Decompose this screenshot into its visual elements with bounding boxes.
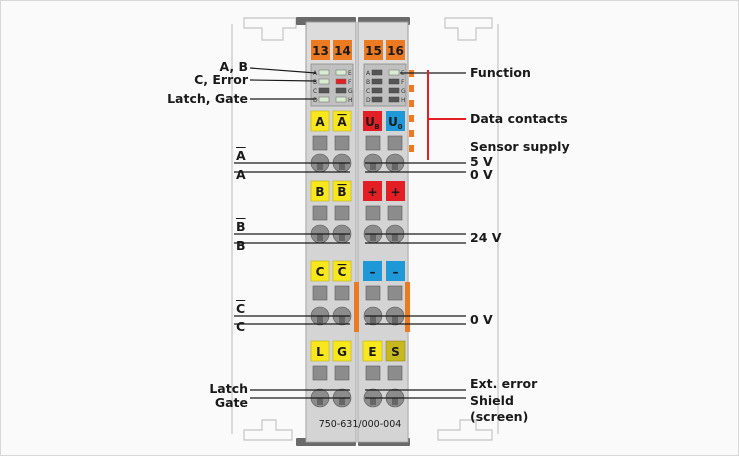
- label-function: Function: [470, 65, 531, 80]
- label-ext-error: Ext. error: [470, 376, 538, 391]
- marker-u0-sub: 0: [398, 123, 403, 131]
- led-letter: F: [401, 79, 405, 86]
- terminal-15: [364, 40, 383, 60]
- part-number: 750-631/000-004: [319, 419, 402, 430]
- marker-ub-text: U: [365, 115, 375, 129]
- terminal-13: [311, 40, 330, 60]
- marker-c-bar-text: C: [338, 265, 347, 279]
- label-0v-top: 0 V: [470, 167, 493, 182]
- marker-a-text: A: [315, 115, 325, 129]
- label-sensor-supply: Sensor supply: [470, 139, 570, 154]
- led-panel-left: [310, 63, 354, 107]
- label-screen: (screen): [470, 409, 529, 424]
- label-c: C: [236, 319, 246, 334]
- marker-b-bar-text: B: [337, 185, 346, 199]
- label-latch-gate-led: Latch, Gate: [167, 91, 248, 106]
- led-panel-right: [363, 63, 407, 107]
- marker-s-text: S: [391, 345, 400, 359]
- marker-g-text: G: [337, 345, 347, 359]
- terminal-16: [386, 40, 405, 60]
- marker-u0-text: U: [388, 115, 398, 129]
- label-a: A: [236, 167, 246, 182]
- marker-c-text: C: [316, 265, 325, 279]
- led-letter: B: [366, 79, 370, 86]
- label-c-bar: C: [236, 301, 246, 316]
- led-letter: G: [348, 88, 353, 95]
- label-5v: 5 V: [470, 154, 493, 169]
- led-letter: D: [313, 97, 318, 104]
- terminal-14: [333, 40, 352, 60]
- marker-a: [310, 110, 330, 132]
- leader-lines: [234, 67, 466, 399]
- label-0v-bottom: 0 V: [470, 312, 493, 327]
- led-letter: F: [348, 79, 352, 86]
- terminal-14-label: 14: [334, 44, 351, 58]
- label-b: B: [236, 238, 246, 253]
- label-a-b: A, B: [219, 59, 248, 74]
- led-letters: A B C D E F G H A B C D E F G H: [313, 70, 406, 104]
- marker-a-bar-text: A: [337, 115, 347, 129]
- marker-e-text: E: [368, 345, 376, 359]
- marker-a-bar: [332, 110, 352, 132]
- led-letter: H: [401, 97, 406, 104]
- marker-b-text: B: [315, 185, 324, 199]
- marker-minus-text: –: [393, 265, 399, 279]
- marker-plus-text: +: [390, 185, 400, 199]
- marker-row-4: L G E S: [310, 340, 406, 362]
- data-contacts-bracket: [427, 70, 466, 160]
- marker-u0: [386, 111, 405, 131]
- label-shield: Shield: [470, 393, 514, 408]
- marker-row-3: C C – –: [310, 260, 405, 282]
- marker-row-1: A A U B U 0: [310, 110, 405, 132]
- label-gate: Gate: [214, 395, 248, 410]
- marker-row-2: B B + +: [310, 180, 405, 202]
- marker-ub-sub: B: [374, 123, 379, 131]
- terminal-15-label: 15: [365, 44, 382, 58]
- label-b-bar: B: [236, 219, 246, 234]
- label-data-contacts: Data contacts: [470, 111, 568, 126]
- terminal-16-label: 16: [387, 44, 404, 58]
- led-letter: G: [401, 88, 406, 95]
- led-letter: H: [348, 97, 353, 104]
- led-letter: E: [348, 70, 352, 77]
- led-letter: B: [313, 79, 317, 86]
- marker-plus-text: +: [367, 185, 377, 199]
- terminal-13-label: 13: [312, 44, 329, 58]
- label-a-bar: A: [236, 148, 246, 163]
- led-letter: C: [366, 88, 370, 95]
- label-24v: 24 V: [470, 230, 502, 245]
- marker-l-text: L: [316, 345, 324, 359]
- marker-ub: [363, 111, 382, 131]
- led-letter: A: [366, 70, 371, 77]
- label-latch: Latch: [209, 381, 248, 396]
- terminal-openings: [317, 163, 398, 405]
- label-c-error: C, Error: [194, 72, 248, 87]
- marker-minus-text: –: [370, 265, 376, 279]
- data-contacts: [409, 70, 414, 152]
- led-letter: D: [366, 97, 371, 104]
- led-letter: C: [313, 88, 317, 95]
- top-terminal-numbers: 13 14 15 16: [311, 40, 405, 60]
- orange-side-strips: [354, 282, 410, 332]
